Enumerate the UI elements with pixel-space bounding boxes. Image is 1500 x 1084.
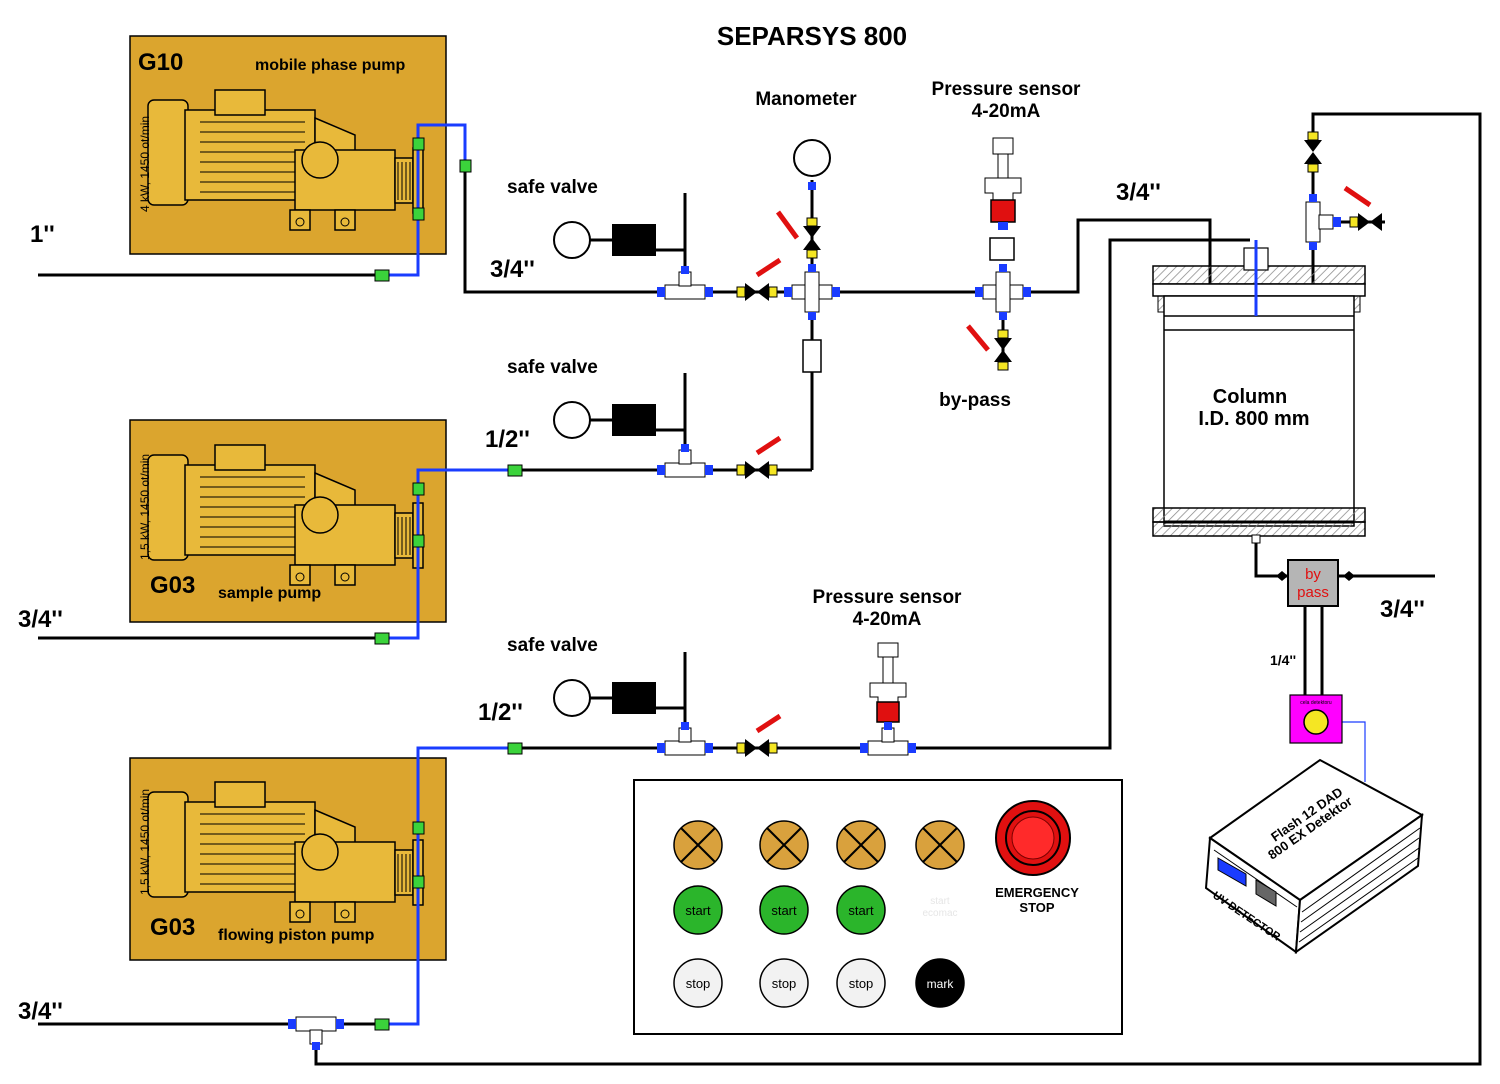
pressure-sensor-label: Pressure sensor <box>932 79 1082 100</box>
detector-cell: cela detektoru <box>1289 694 1343 744</box>
valve-icon[interactable] <box>1304 131 1322 173</box>
valve-icon[interactable] <box>1343 185 1382 231</box>
pump-name: mobile phase pump <box>255 57 405 74</box>
valve-icon[interactable] <box>966 324 1012 371</box>
start-button-faded[interactable]: start ecomac <box>922 896 957 919</box>
pump-code: G10 <box>138 49 183 76</box>
lamp-x-icon <box>836 820 886 870</box>
pipe-size-label: 1/2'' <box>478 699 523 726</box>
valve-icon[interactable] <box>775 210 821 259</box>
pump-code: G03 <box>150 572 195 599</box>
pressure-sensor-range: 4-20mA <box>972 101 1041 122</box>
bypass-box-label: by <box>1305 566 1321 583</box>
pipe-size-label: 1/2'' <box>485 426 530 453</box>
valve-icon[interactable] <box>736 435 782 479</box>
bypass-label: by-pass <box>939 390 1011 411</box>
start-button-2[interactable]: start <box>759 885 809 935</box>
pressure-sensor-label: Pressure sensor <box>813 587 963 608</box>
start-sub-label: ecomac <box>922 908 957 919</box>
stop-label: stop <box>849 976 874 991</box>
column-label: Column <box>1213 386 1287 408</box>
lamp-x-icon <box>915 820 965 870</box>
emergency-stop-label: EMERGENCY <box>995 885 1079 900</box>
valve-icon[interactable] <box>736 257 782 301</box>
pump-g10: G10 mobile phase pump 4 kW, 1450 ot/min <box>129 35 447 255</box>
lamp-x-icon <box>759 820 809 870</box>
safe-valve-label: safe valve <box>507 357 598 378</box>
start-label: start <box>685 903 711 918</box>
manometer-label: Manometer <box>755 89 857 110</box>
pump-spec: 1,5 kW, 1450 ot/min <box>138 789 152 895</box>
pipe-size-label: 3/4'' <box>490 256 535 283</box>
pump-code: G03 <box>150 914 195 941</box>
return-line-pipe <box>314 112 1482 1066</box>
stop-button-1[interactable]: stop <box>673 958 723 1008</box>
stop-button-3[interactable]: stop <box>836 958 886 1008</box>
emergency-stop-label: STOP <box>1019 900 1054 915</box>
pump-g03-piston: G03 flowing piston pump 1,5 kW, 1450 ot/… <box>129 757 447 961</box>
pump-g03-sample: G03 sample pump 1,5 kW, 1450 ot/min <box>129 419 447 623</box>
piston-line-pipe <box>518 238 1250 750</box>
pipe-size-label: 3/4'' <box>1380 596 1425 623</box>
start-label: start <box>930 896 950 907</box>
pump-spec: 1,5 kW, 1450 ot/min <box>138 454 152 560</box>
start-label: start <box>848 903 874 918</box>
valve-icon[interactable] <box>736 713 782 757</box>
stop-label: stop <box>686 976 711 991</box>
pressure-sensor-1 <box>984 137 1022 230</box>
column-outlet-pipe <box>1254 535 1290 578</box>
pipe-size-label: 3/4'' <box>18 606 63 633</box>
stop-button-2[interactable]: stop <box>759 958 809 1008</box>
safe-valve-1 <box>553 221 656 259</box>
mark-button[interactable]: mark <box>915 958 965 1008</box>
sample-outlet-hose <box>388 468 510 640</box>
start-button-1[interactable]: start <box>673 885 723 935</box>
bypass-box[interactable]: by pass <box>1276 559 1355 607</box>
bypass-box-label: pass <box>1297 584 1329 601</box>
safe-valve-label: safe valve <box>507 635 598 656</box>
main-line-pipe <box>463 172 1212 294</box>
safe-valve-2 <box>553 401 656 439</box>
column-id-label: I.D. 800 mm <box>1198 408 1309 430</box>
manometer-icon <box>793 139 831 190</box>
pump-name: flowing piston pump <box>218 927 375 944</box>
pipe-size-label: 3/4'' <box>1116 179 1161 206</box>
control-panel: start start start start ecomac stop stop… <box>633 779 1123 1035</box>
lamp-x-icon <box>673 820 723 870</box>
column: Column I.D. 800 mm <box>1152 240 1366 544</box>
pipe-size-label: 1/4'' <box>1270 652 1296 668</box>
stop-label: stop <box>772 976 797 991</box>
uv-detector: Flash 12 DAD 800 EX Detektor UV DETECTOR <box>1204 758 1424 955</box>
emergency-stop-icon[interactable] <box>995 800 1071 876</box>
fittings <box>288 137 1341 1050</box>
pipe-size-label: 1'' <box>30 221 55 248</box>
pump-spec: 4 kW, 1450 ot/min <box>138 116 152 212</box>
g10-outlet-hose <box>388 123 467 277</box>
safe-valve-3 <box>553 679 656 717</box>
diagram-title: SEPARSYS 800 <box>717 21 907 51</box>
mark-label: mark <box>927 977 955 991</box>
start-label: start <box>771 903 797 918</box>
pipe-size-label: 3/4'' <box>18 998 63 1025</box>
start-button-3[interactable]: start <box>836 885 886 935</box>
pressure-sensor-2 <box>869 642 907 730</box>
safe-valve-label: safe valve <box>507 177 598 198</box>
cell-label: cela detektoru <box>1300 700 1332 706</box>
pump-name: sample pump <box>218 585 321 602</box>
pressure-sensor-range: 4-20mA <box>853 609 922 630</box>
